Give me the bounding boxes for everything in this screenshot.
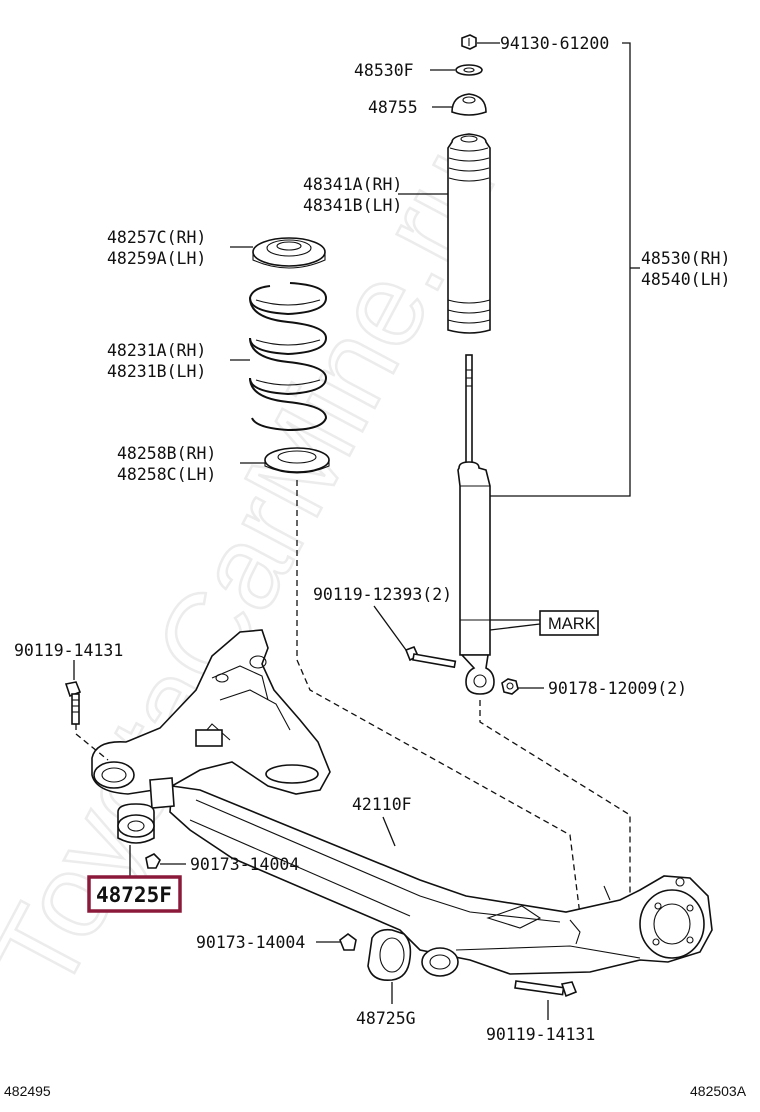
label-left-bushing-nut: 90173-14004 [190,855,299,874]
label-nut-top: 94130-61200 [500,34,609,53]
label-boot-lh: 48341B(LH) [303,196,402,215]
diagram-code-left: 482495 [4,1083,51,1099]
label-absorber-nut: 90178-12009(2) [548,679,687,698]
label-left-bolt: 90119-14131 [14,641,123,660]
label-upper-seat-lh: 48259A(LH) [107,249,206,268]
right-bushing [367,928,412,982]
label-right-bolt: 90119-14131 [486,1025,595,1044]
label-washer: 48530F [354,61,414,80]
upper-spring-seat [252,237,326,269]
absorber-bolt [404,645,457,669]
label-upper-seat-rh: 48257C(RH) [107,228,206,247]
lower-spring-seat [264,447,330,474]
shock-absorber [457,354,495,695]
label-lower-seat-lh: 48258C(LH) [117,465,216,484]
label-bound-cushion: 48755 [368,98,418,117]
label-spring-lh: 48231B(LH) [107,362,206,381]
washer [455,64,483,76]
bound-cushion [451,93,487,116]
left-bushing [117,803,155,844]
absorber-nut [501,678,519,695]
left-bolt [64,681,82,725]
label-lower-seat-rh: 48258B(RH) [117,444,216,463]
label-beam: 42110F [352,795,412,814]
right-bolt [514,980,578,998]
coil-spring [248,282,328,432]
left-bushing-nut [145,853,161,869]
dust-boot [447,133,491,334]
mark-label: MARK [548,615,596,633]
label-spring-rh: 48231A(RH) [107,341,206,360]
label-absorber-bolt: 90119-12393(2) [313,585,452,604]
label-boot-rh: 48341A(RH) [303,175,402,194]
torsion-beam [91,629,713,977]
label-right-bushing-nut: 90173-14004 [196,933,305,952]
top-nut [461,34,477,50]
label-left-bushing[interactable]: 48725F [96,883,172,907]
diagram-code-right: 482503A [690,1083,747,1099]
label-right-bushing: 48725G [356,1009,416,1028]
highlight-box [87,875,182,913]
right-bushing-nut [339,933,357,951]
label-absorber-lh: 48540(LH) [641,270,730,289]
label-absorber-rh: 48530(RH) [641,249,730,268]
